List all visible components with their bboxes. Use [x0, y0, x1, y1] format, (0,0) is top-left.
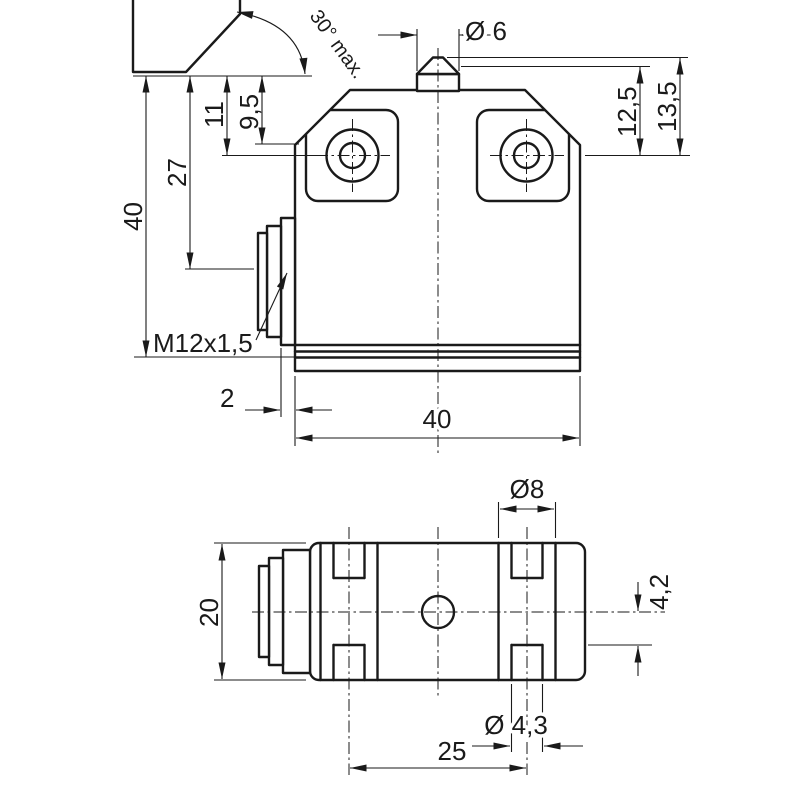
- dim-12-5-label: 12,5: [612, 86, 642, 137]
- dim-slot-spacing-25-label: 25: [438, 736, 467, 766]
- dim-2-label: 2: [220, 383, 234, 413]
- gland-step-3: [256, 231, 269, 332]
- dim-depth-20-label: 20: [194, 598, 224, 627]
- front-centerlines: [316, 48, 564, 455]
- actuator-shape: [131, 0, 242, 74]
- angle-arc: [236, 11, 306, 75]
- dim-width-40-label: 40: [423, 404, 452, 434]
- front-view: Ø 6 30° max. 9,5 11 27 40 12,5 13,5 M12x…: [118, 0, 690, 455]
- gland-step-2: [265, 224, 283, 339]
- dim-plunger-diameter-label: Ø 6: [465, 16, 507, 46]
- plunger: [415, 56, 461, 93]
- dim-height-40-label: 40: [118, 202, 148, 231]
- angle-arrow-lower: [299, 57, 308, 74]
- thread-spec-label: M12x1,5: [153, 328, 253, 358]
- bottom-dimension-lines: [214, 502, 652, 772]
- dim-slot-diameter-label: Ø 4,3: [484, 710, 548, 740]
- dim-4-2-label: 4,2: [644, 574, 674, 610]
- dim-9-5-label: 9,5: [234, 94, 264, 130]
- bottom-view: Ø8 20 4,2 Ø 4,3 25: [194, 471, 674, 775]
- angle-arrow-upper: [237, 11, 254, 19]
- mounting-boss-right: [475, 108, 571, 203]
- actuator-surface: [131, 0, 312, 77]
- dim-27-label: 27: [162, 158, 192, 187]
- front-dimension-lines: [134, 29, 690, 446]
- dim-slot-counterbore-label: Ø8: [510, 474, 545, 504]
- dim-13-5-label: 13,5: [652, 81, 682, 132]
- bottom-centerlines: [252, 527, 665, 775]
- dim-11-label: 11: [199, 101, 229, 128]
- dim-actuation-angle-label: 30° max.: [305, 6, 369, 83]
- cable-gland: [256, 216, 297, 347]
